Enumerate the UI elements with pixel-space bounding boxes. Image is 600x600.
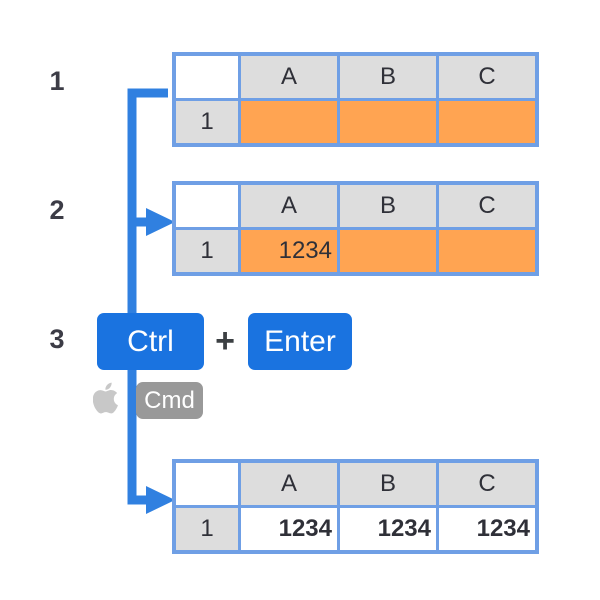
- table-row: 1 1234: [176, 230, 535, 272]
- column-header-c[interactable]: C: [439, 56, 535, 98]
- cell-a1[interactable]: 1234: [241, 230, 337, 272]
- key-cmd-label: Cmd: [144, 386, 195, 414]
- header-row: A B C: [176, 185, 535, 227]
- cell-c1[interactable]: 1234: [439, 508, 535, 550]
- key-ctrl-label: Ctrl: [127, 324, 174, 358]
- row-header-1[interactable]: 1: [176, 230, 238, 272]
- key-enter[interactable]: Enter: [248, 313, 352, 370]
- spreadsheet-step-2: A B C 1 1234: [172, 181, 539, 276]
- arrowhead-step2: [146, 208, 175, 236]
- column-header-b[interactable]: B: [340, 463, 436, 505]
- header-row: A B C: [176, 463, 535, 505]
- shortcut-plus-separator: +: [215, 322, 235, 360]
- corner-cell[interactable]: [176, 185, 238, 227]
- column-header-b[interactable]: B: [340, 185, 436, 227]
- corner-cell[interactable]: [176, 56, 238, 98]
- cell-a1[interactable]: [241, 101, 337, 143]
- column-header-a[interactable]: A: [241, 185, 337, 227]
- key-ctrl[interactable]: Ctrl: [97, 313, 204, 370]
- step-number-1: 1: [49, 66, 65, 96]
- column-header-c[interactable]: C: [439, 463, 535, 505]
- column-header-a[interactable]: A: [241, 463, 337, 505]
- column-header-c[interactable]: C: [439, 185, 535, 227]
- cell-b1[interactable]: 1234: [340, 508, 436, 550]
- column-header-a[interactable]: A: [241, 56, 337, 98]
- cell-b1[interactable]: [340, 230, 436, 272]
- cell-c1[interactable]: [439, 101, 535, 143]
- cell-b1[interactable]: [340, 101, 436, 143]
- step-number-3: 3: [49, 324, 65, 354]
- step-number-2: 2: [49, 195, 65, 225]
- row-header-1[interactable]: 1: [176, 508, 238, 550]
- spreadsheet-step-3: A B C 1 1234 1234 1234: [172, 459, 539, 554]
- row-header-1[interactable]: 1: [176, 101, 238, 143]
- connector-step1-to-step2: [127, 88, 168, 227]
- corner-cell[interactable]: [176, 463, 238, 505]
- cell-a1[interactable]: 1234: [241, 508, 337, 550]
- key-cmd[interactable]: Cmd: [136, 382, 203, 419]
- key-enter-label: Enter: [264, 324, 336, 358]
- table-row: 1 1234 1234 1234: [176, 508, 535, 550]
- spreadsheet-step-1: A B C 1: [172, 52, 539, 147]
- column-header-b[interactable]: B: [340, 56, 436, 98]
- apple-logo-icon: [93, 382, 118, 414]
- arrowhead-step3: [146, 486, 175, 514]
- table-row: 1: [176, 101, 535, 143]
- cell-c1[interactable]: [439, 230, 535, 272]
- header-row: A B C: [176, 56, 535, 98]
